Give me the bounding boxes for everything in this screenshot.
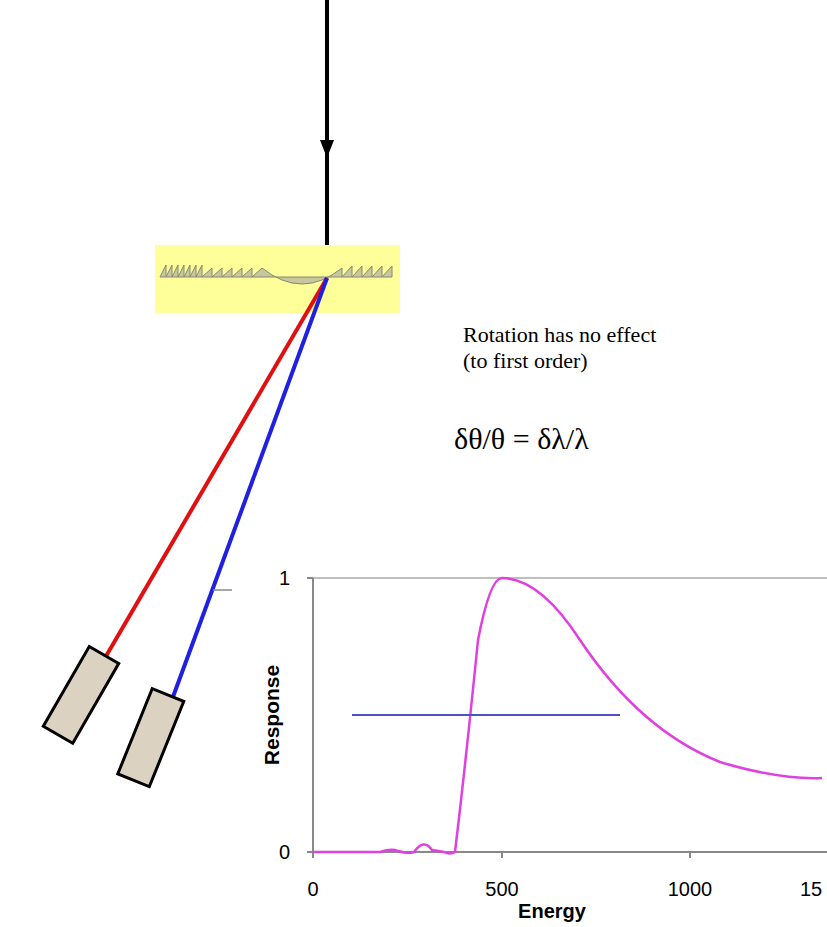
axis-value: 0 [307, 878, 318, 901]
detector [43, 647, 118, 744]
x-axis [313, 851, 827, 853]
response-curve [313, 578, 822, 854]
incident-beam [325, 0, 329, 278]
y-tick [307, 577, 313, 579]
x-tick [501, 852, 503, 858]
chart-top-border [313, 577, 827, 579]
axis-value: 0 [279, 841, 290, 864]
red-ray [102, 278, 327, 663]
axis-title: Energy [518, 900, 586, 923]
blue-ray [170, 278, 327, 705]
axis-value: 500 [485, 878, 518, 901]
axis-value: 1 [279, 567, 290, 590]
y-axis [312, 578, 314, 852]
axis-value: 15 [800, 878, 822, 901]
beam-arrowhead [320, 140, 334, 158]
axis-value: 1000 [668, 878, 713, 901]
grating-grooves [160, 265, 392, 284]
note-text: Rotation has no effect (to first order) [463, 322, 663, 374]
x-tick [689, 852, 691, 858]
axis-title: Response [260, 665, 284, 765]
fwhm-line [352, 714, 620, 716]
tick-mark [213, 589, 232, 591]
detector [118, 689, 184, 787]
formula-text: δθ/θ = δλ/λ [454, 422, 589, 456]
grating-band [155, 245, 400, 313]
